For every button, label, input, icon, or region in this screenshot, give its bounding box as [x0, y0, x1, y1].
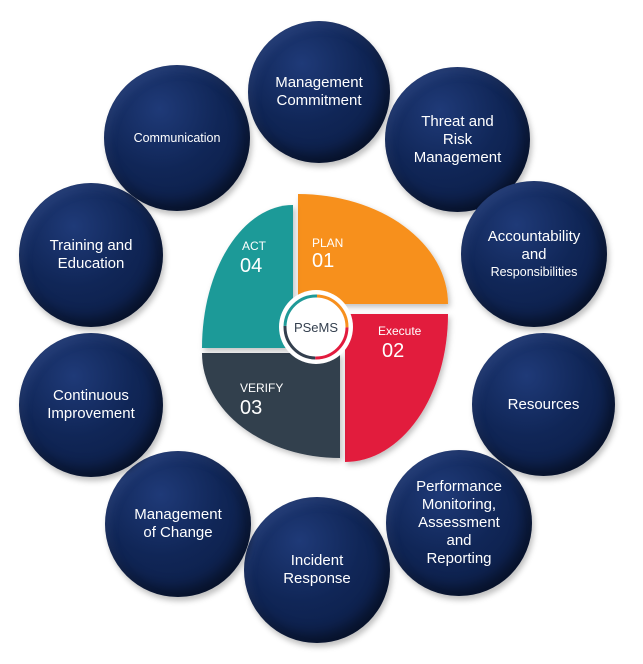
- center-disc: [279, 290, 353, 364]
- bubble-label: Resources: [507, 395, 580, 413]
- bubble-resources: Resources: [472, 333, 615, 476]
- verify-number: 03: [240, 397, 262, 419]
- act-number: 04: [240, 255, 262, 277]
- ring-act-arc: [283, 294, 349, 360]
- bubble-label: Management of Change: [134, 506, 222, 541]
- bubble-label: Management Commitment: [275, 74, 363, 109]
- bubble-incident-response: Incident Response: [244, 497, 390, 643]
- verify-name: VERIFY: [240, 381, 283, 395]
- bubble-management-of-change: Management of Change: [105, 451, 251, 597]
- bubble-label: Incident Response: [283, 552, 351, 587]
- plan-number: 01: [312, 250, 334, 272]
- bubble-training-education: Training and Education: [19, 183, 163, 327]
- center-label: PSeMS: [294, 320, 338, 335]
- bubble-continuous-improvement: Continuous Improvement: [19, 333, 163, 477]
- segment-act: [202, 205, 293, 348]
- bubble-performance-monitoring: Performance Monitoring, Assessment and R…: [386, 450, 532, 596]
- segment-plan: [298, 194, 448, 304]
- bubble-label: Communication: [133, 131, 221, 145]
- segment-execute: [345, 314, 448, 462]
- plan-name: PLAN: [312, 236, 343, 250]
- execute-name: Execute: [378, 324, 422, 338]
- ring-verify-arc: [283, 294, 349, 360]
- bubble-label: Training and Education: [49, 237, 133, 272]
- act-name: ACT: [242, 239, 267, 253]
- segment-verify: [202, 353, 340, 458]
- bubble-label: Accountability and Responsibilities: [487, 228, 581, 279]
- ring-execute-arc: [283, 294, 349, 360]
- bubble-label: Continuous Improvement: [47, 387, 135, 422]
- execute-number: 02: [382, 340, 404, 362]
- bubble-accountability: Accountability and Responsibilities: [461, 181, 607, 327]
- bubble-label: Threat and Risk Management: [413, 112, 502, 166]
- bubble-label: Performance Monitoring, Assessment and R…: [416, 478, 502, 567]
- bubble-management-commitment: Management Commitment: [248, 21, 390, 163]
- bubble-communication: Communication: [104, 65, 250, 211]
